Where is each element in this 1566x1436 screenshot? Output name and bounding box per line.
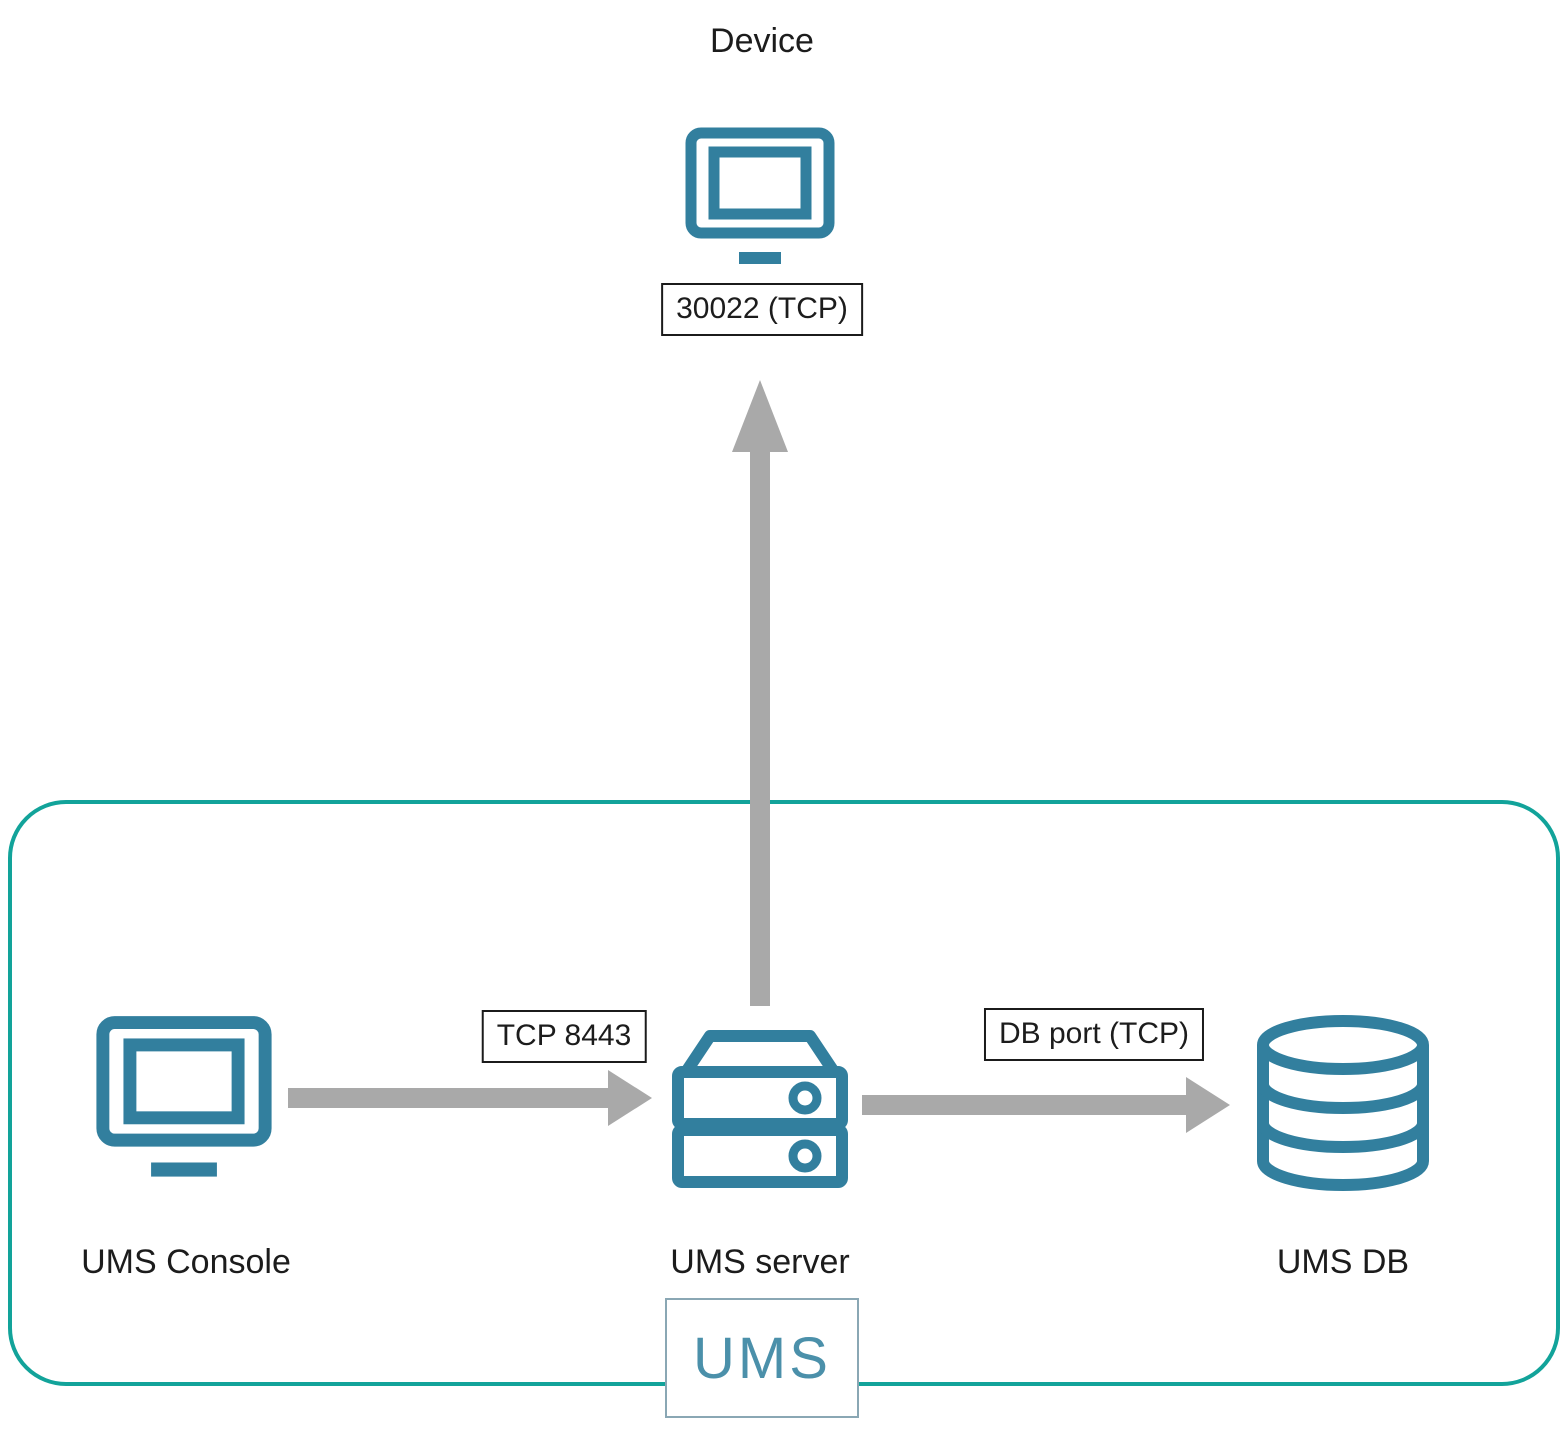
arrow-server-to-device [732, 380, 788, 1006]
device-label: Device [710, 22, 814, 60]
arrow-console-to-server [288, 1070, 652, 1126]
ums-server-label: UMS server [670, 1243, 850, 1281]
ums-server-icon [664, 1006, 856, 1192]
ums-logo: UMS [665, 1298, 859, 1418]
console-server-port-label: TCP 8443 [481, 1010, 647, 1063]
ums-db-label: UMS DB [1276, 1243, 1410, 1281]
database-icon-shape [1257, 1015, 1429, 1191]
server-icon-shape [672, 1030, 848, 1188]
server-db-port-label: DB port (TCP) [983, 1008, 1205, 1061]
device-monitor-icon [682, 124, 838, 272]
ums-console-icon [92, 1012, 276, 1186]
monitor-icon-shape [685, 127, 835, 264]
monitor-icon-shape [96, 1016, 272, 1177]
device-port-label: 30022 (TCP) [661, 283, 863, 336]
ums-console-label: UMS Console [81, 1243, 291, 1281]
arrow-server-to-db [862, 1077, 1230, 1133]
ums-logo-text: UMS [693, 1325, 831, 1391]
ums-db-icon [1248, 1012, 1438, 1196]
